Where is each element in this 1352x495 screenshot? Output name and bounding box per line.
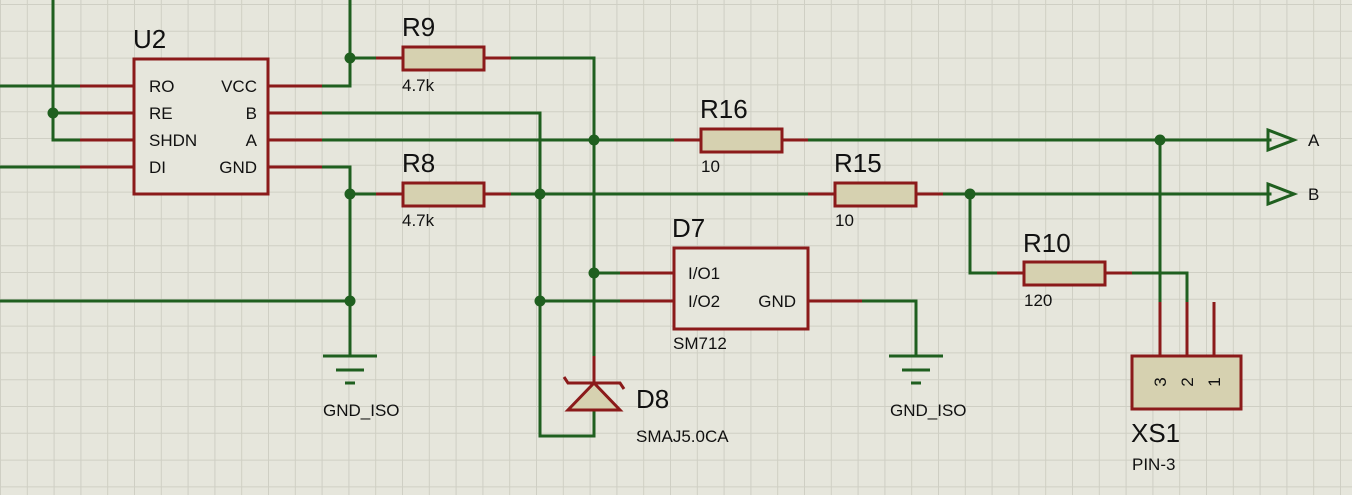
terminal-a-label: A	[1308, 131, 1320, 150]
r9-ref: R9	[402, 12, 435, 42]
r16-body	[699, 127, 784, 154]
xs1-pin-2-label: 2	[1178, 377, 1197, 386]
terminal-b[interactable]: B	[1266, 181, 1319, 207]
junction-dot	[344, 188, 356, 200]
r16-value: 10	[701, 157, 720, 176]
ground-symbol-right: GND_ISO	[889, 354, 967, 420]
xs1-value: PIN-3	[1132, 455, 1175, 474]
r15-body	[833, 181, 918, 208]
u2-pin-gnd-label: GND	[219, 158, 257, 177]
ground-label: GND_ISO	[323, 401, 400, 420]
d7-body	[672, 246, 810, 331]
r9-body	[401, 45, 486, 72]
junction-dot	[588, 134, 600, 146]
junction-dot	[964, 188, 976, 200]
xs1-pin-3-label: 3	[1151, 377, 1170, 386]
u2-pin-re-label: RE	[149, 104, 173, 123]
d8-value: SMAJ5.0CA	[636, 427, 729, 446]
r10-ref: R10	[1023, 228, 1071, 258]
u2-body	[132, 57, 270, 196]
r15-resistor[interactable]: R15 10	[808, 148, 943, 230]
u2-pin-a-label: A	[246, 131, 258, 150]
d7-component[interactable]: D7 I/O1 I/O2 GND SM712	[620, 213, 862, 353]
junction-dot	[588, 267, 600, 279]
u2-pin-di-label: DI	[149, 158, 166, 177]
d8-ref: D8	[636, 384, 669, 414]
junction-dot	[47, 107, 59, 119]
d7-pin-gnd-label: GND	[758, 292, 796, 311]
d8-triangle	[564, 380, 624, 412]
r15-ref: R15	[834, 148, 882, 178]
r10-resistor[interactable]: R10 120	[997, 228, 1132, 310]
r10-value: 120	[1024, 291, 1052, 310]
wires	[0, 0, 1272, 438]
xs1-pin-1-label: 1	[1205, 377, 1224, 386]
r8-resistor[interactable]: R8 4.7k	[376, 148, 511, 230]
r8-ref: R8	[402, 148, 435, 178]
r16-resistor[interactable]: R16 10	[674, 94, 808, 176]
junction-dot	[344, 52, 356, 64]
junction-dot	[534, 188, 546, 200]
d8-bar	[562, 376, 626, 390]
u2-component[interactable]: U2 RO RE SHDN DI VCC B A GND	[80, 24, 322, 196]
terminal-arrow	[1266, 127, 1299, 153]
junctions	[47, 52, 1166, 307]
d7-ref: D7	[672, 213, 705, 243]
terminal-a[interactable]: A	[1266, 127, 1320, 153]
u2-pin-vcc-label: VCC	[221, 77, 257, 96]
r16-ref: R16	[700, 94, 748, 124]
d7-pin-io1-label: I/O1	[688, 264, 720, 283]
junction-dot	[534, 295, 546, 307]
r10-body	[1022, 260, 1107, 287]
xs1-body	[1130, 354, 1243, 411]
r9-resistor[interactable]: R9 4.7k	[376, 12, 511, 95]
xs1-connector[interactable]: 3 2 1 XS1 PIN-3	[1130, 302, 1243, 474]
r8-body	[401, 181, 486, 208]
d7-pin-io2-label: I/O2	[688, 292, 720, 311]
u2-ref: U2	[133, 24, 166, 54]
terminal-b-label: B	[1308, 185, 1319, 204]
u2-pin-shdn-label: SHDN	[149, 131, 197, 150]
d8-diode[interactable]: D8 SMAJ5.0CA	[562, 356, 729, 446]
ground-symbol-left: GND_ISO	[323, 354, 400, 420]
ground-label: GND_ISO	[890, 401, 967, 420]
r9-value: 4.7k	[402, 76, 435, 95]
junction-dot	[1154, 134, 1166, 146]
r15-value: 10	[835, 211, 854, 230]
terminal-arrow	[1266, 181, 1299, 207]
junction-dot	[344, 295, 356, 307]
d7-value: SM712	[673, 334, 727, 353]
u2-pin-ro-label: RO	[149, 77, 175, 96]
r8-value: 4.7k	[402, 211, 435, 230]
xs1-ref: XS1	[1131, 418, 1180, 448]
u2-pin-b-label: B	[246, 104, 257, 123]
